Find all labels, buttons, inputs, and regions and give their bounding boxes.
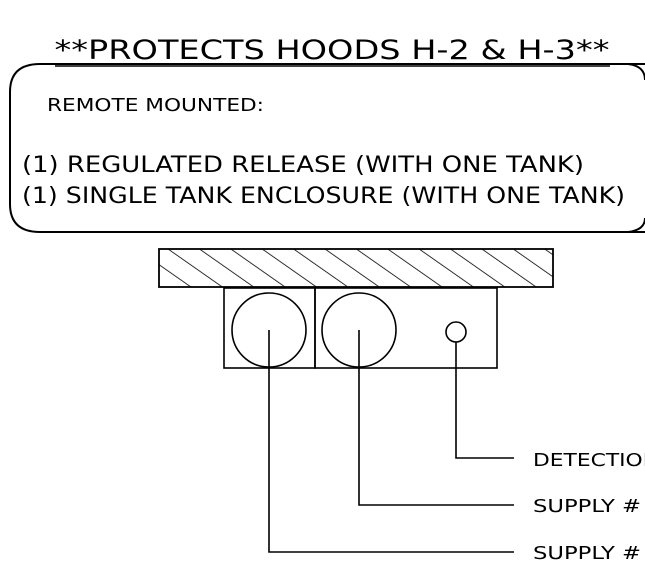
mounting-wall (158, 248, 554, 288)
supply-upper-leader (358, 330, 514, 506)
note-box-right-corners (627, 63, 645, 233)
supply-lower-leader (268, 330, 514, 553)
supply-lower-label: SUPPLY # (533, 543, 641, 564)
note-line-1: (1) REGULATED RELEASE (WITH ONE TANK) (22, 153, 584, 178)
note-heading: REMOTE MOUNTED: (47, 95, 264, 116)
note-box-border (9, 63, 645, 233)
detection-port (445, 321, 467, 343)
detection-leader (455, 342, 514, 459)
tank-enclosure (314, 287, 498, 369)
detection-label: DETECTION (533, 450, 645, 471)
drawing-title: **PROTECTS HOODS H-2 & H-3** (55, 35, 610, 66)
note-line-2: (1) SINGLE TANK ENCLOSURE (WITH ONE TANK… (22, 184, 625, 209)
supply-upper-label: SUPPLY # (533, 496, 641, 517)
